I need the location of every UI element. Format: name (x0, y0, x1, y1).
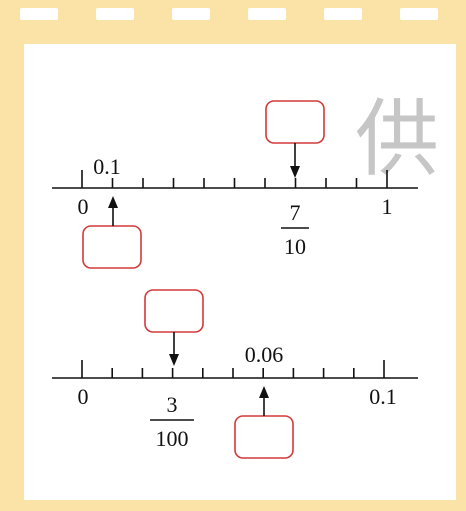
label-zero-1: 0 (78, 194, 89, 219)
fraction-numerator: 7 (290, 200, 301, 225)
watermark-text: 供 (355, 94, 439, 187)
fraction-denominator: 100 (156, 426, 189, 451)
label-six-hundredths: 0.06 (245, 342, 284, 367)
fraction-denominator: 10 (284, 234, 306, 259)
label-one-tenth-2: 0.1 (369, 384, 397, 409)
answer-box-top-1[interactable] (266, 101, 324, 143)
answer-box-bottom-2[interactable] (235, 416, 293, 458)
answer-box-top-2[interactable] (145, 290, 203, 332)
label-zero-2: 0 (78, 384, 89, 409)
label-one-1: 1 (382, 194, 393, 219)
label-one-tenth-1: 0.1 (93, 154, 121, 179)
answer-box-bottom-1[interactable] (83, 226, 141, 268)
fraction-numerator: 3 (167, 392, 178, 417)
